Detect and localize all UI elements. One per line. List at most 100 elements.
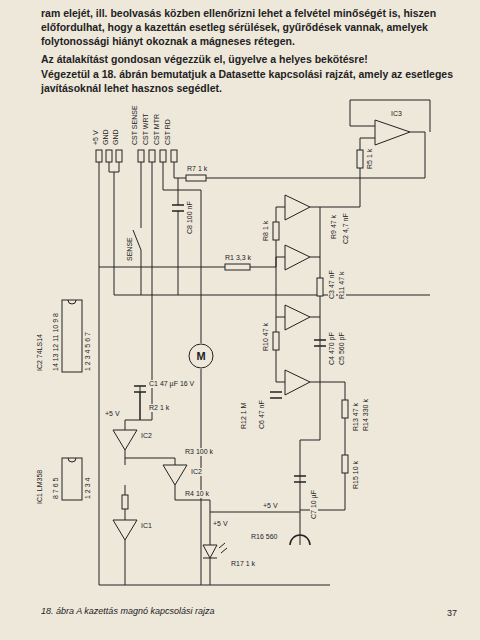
component-label: 1 2 3 4 — [84, 477, 92, 500]
component-label: IC3 — [390, 110, 403, 118]
wire-stroke — [122, 495, 128, 509]
wire-stroke — [290, 535, 310, 545]
wire-stroke — [163, 465, 187, 485]
wire-stroke — [273, 222, 279, 240]
component-label: R9 47 k — [330, 214, 338, 240]
component-label: +5 V — [92, 129, 100, 146]
wire-stroke — [133, 230, 141, 250]
component-label: IC2 — [190, 468, 203, 476]
wire-stroke — [300, 382, 345, 510]
wire-stroke — [62, 300, 82, 372]
component-label: R10 47 k — [262, 322, 270, 352]
wires — [99, 100, 430, 585]
component-label: C7 10 µF — [310, 489, 318, 520]
wire-stroke — [270, 392, 282, 398]
component-label: R16 560 — [250, 533, 278, 541]
wire-stroke — [285, 195, 310, 220]
wire-stroke — [163, 162, 201, 343]
wire-stroke — [113, 430, 137, 450]
wire-stroke — [310, 138, 375, 207]
wire-stroke — [342, 400, 348, 418]
resistors — [122, 150, 363, 509]
wire-stroke — [125, 162, 152, 430]
wire-stroke — [357, 150, 363, 168]
component-label: R3 100 k — [184, 448, 214, 456]
wire-stroke — [300, 470, 301, 540]
component-label: +5 V — [262, 502, 279, 510]
wire-stroke — [134, 386, 146, 392]
wire-stroke — [68, 458, 76, 462]
wire-stroke — [178, 178, 179, 295]
component-label: R11 47 k — [338, 271, 346, 301]
component-label: C2 4,7 nF — [342, 212, 350, 245]
wire-stroke — [99, 162, 330, 585]
component-label: GND — [112, 128, 120, 146]
component-label: IC2 74LS14 — [36, 333, 44, 372]
wire-stroke — [300, 540, 301, 545]
wire-stroke — [225, 264, 250, 270]
component-label: C8 100 nF — [186, 200, 194, 235]
component-label: R15 10 k — [352, 460, 360, 490]
component-label: R8 1 k — [262, 220, 270, 242]
wire-stroke — [106, 150, 112, 162]
component-label: IC1 — [140, 522, 153, 530]
wire-stroke — [172, 490, 178, 491]
wire-stroke — [317, 278, 323, 296]
capacitors — [134, 205, 326, 482]
connector-pins — [96, 150, 177, 162]
wire-stroke — [96, 150, 102, 162]
component-label: C1 47 µF 16 V — [148, 380, 195, 388]
wire-stroke — [375, 120, 410, 145]
component-label: R2 1 k — [148, 404, 170, 412]
component-label: +5 V — [212, 520, 229, 528]
wire-stroke — [294, 476, 306, 482]
wire-stroke — [219, 543, 227, 553]
wire-stroke — [273, 332, 279, 350]
wire-stroke — [171, 150, 177, 162]
component-label: +5 V — [104, 410, 121, 418]
component-label: R12 1 M — [240, 402, 248, 430]
component-label: C4 470 pF — [328, 331, 336, 366]
wire-stroke — [342, 455, 348, 473]
wire-stroke — [149, 150, 155, 162]
component-label: CST WRT — [142, 112, 150, 146]
wire-stroke — [285, 305, 310, 330]
component-label: 14 13 12 11 10 9 8 — [52, 312, 60, 372]
component-label: GND — [102, 128, 110, 146]
wire-stroke — [186, 175, 206, 181]
motor-circle — [189, 344, 213, 368]
component-label: R13 47 k — [352, 402, 360, 432]
wire-stroke — [62, 458, 82, 500]
paragraph: Végezetül a 18. ábrán bemutatjuk a Datas… — [40, 67, 462, 95]
wire-stroke — [160, 150, 166, 162]
wire-stroke — [172, 205, 184, 211]
component-label: C6 47 nF — [258, 399, 266, 430]
component-label: R7 1 k — [186, 165, 208, 173]
component-label: R17 1 k — [230, 560, 256, 568]
wire-stroke — [276, 317, 320, 382]
figure-caption: 18. ábra A kazettás magnó kapcsolási raj… — [40, 606, 215, 616]
wire-stroke — [141, 162, 142, 295]
ic-pinouts — [62, 300, 82, 500]
wire-stroke — [113, 520, 137, 540]
component-label: R1 3,3 k — [224, 254, 252, 262]
component-label: CST SENSE — [131, 104, 139, 146]
wire-stroke — [138, 150, 144, 162]
wire-stroke — [68, 300, 76, 304]
wire-stroke — [210, 512, 300, 585]
motor-symbol: M — [188, 343, 214, 369]
op-amps — [113, 120, 410, 540]
wire-stroke — [276, 257, 320, 317]
component-label: R14 330 k — [362, 398, 370, 432]
component-label: R4 10 k — [184, 490, 210, 498]
paragraph: ram elejét, ill. beolvasás közben ellenő… — [40, 6, 462, 49]
component-label: IC2 — [140, 432, 153, 440]
component-label: C3 47 nF — [328, 269, 336, 300]
wire-stroke — [109, 162, 430, 295]
component-label: 1 2 3 4 5 6 7 — [84, 331, 92, 372]
paragraph: Az átalakítást gondosan végezzük el, ügy… — [40, 52, 462, 66]
component-label: C5 560 pF — [338, 331, 346, 366]
wire-stroke — [116, 150, 122, 162]
